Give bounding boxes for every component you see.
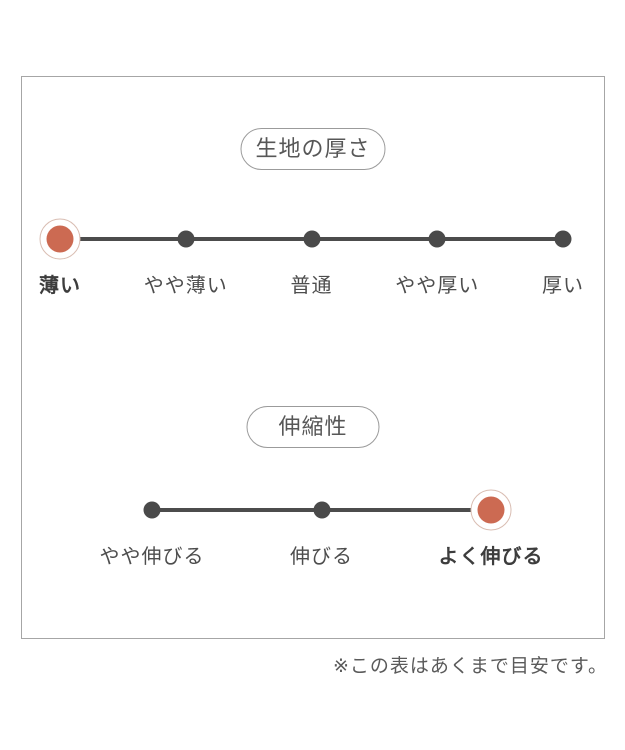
selected-marker-ring xyxy=(470,489,512,531)
scale-dot xyxy=(177,230,195,248)
scale-label: 伸びる xyxy=(290,546,353,568)
scale-label: 厚い xyxy=(542,275,584,297)
scale-label: やや薄い xyxy=(143,275,228,297)
scale-label: よく伸びる xyxy=(438,546,544,568)
scale-dot xyxy=(554,230,572,248)
scale-dot xyxy=(303,230,320,248)
scale-label: やや厚い xyxy=(395,275,480,297)
scale-dot xyxy=(313,501,330,519)
selected-marker-ring xyxy=(39,218,81,260)
spec-panel: 生地の厚さ 薄い やや薄い 普通 やや厚い 厚い 伸縮性 やや伸びる 伸びる よく伸びる xyxy=(21,76,605,639)
scale-dot xyxy=(428,230,446,248)
scale-label: 薄い xyxy=(39,275,81,297)
stretch-scale-track: やや伸びる 伸びる よく伸びる xyxy=(100,489,543,567)
selected-marker-dot xyxy=(477,496,505,524)
disclaimer-note: ※この表はあくまで目安です。 xyxy=(332,656,608,677)
thickness-scale-track: 薄い やや薄い 普通 やや厚い 厚い xyxy=(39,218,583,296)
stretch-scale-title: 伸縮性 xyxy=(246,406,380,448)
scale-label: やや伸びる xyxy=(99,546,205,568)
thickness-scale-title: 生地の厚さ xyxy=(240,128,386,170)
selected-marker-dot xyxy=(46,225,74,253)
scale-label: 普通 xyxy=(290,275,333,297)
scale-dot xyxy=(143,501,161,519)
